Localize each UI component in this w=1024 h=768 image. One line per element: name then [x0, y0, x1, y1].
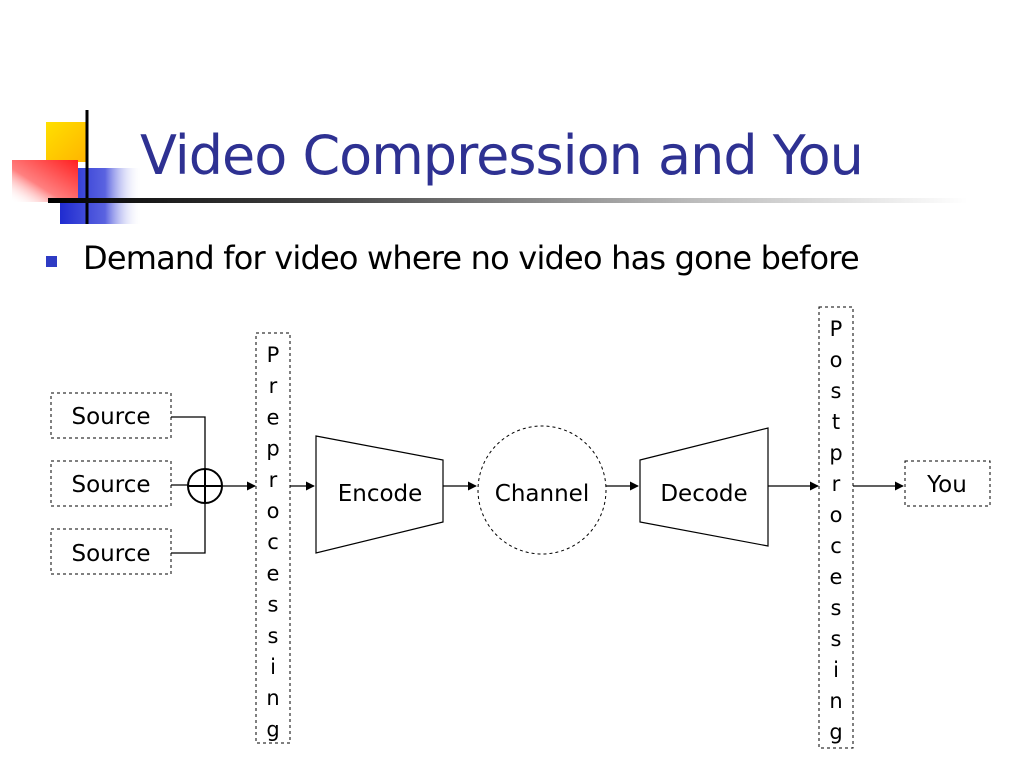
source-connectors: [171, 416, 206, 554]
source-label: Source: [72, 404, 151, 430]
you-label: You: [926, 472, 967, 498]
vertical-letter: s: [831, 596, 842, 620]
vertical-letter: r: [832, 472, 841, 496]
vertical-letter: o: [830, 503, 843, 527]
vertical-letter: i: [833, 658, 839, 682]
vertical-letter: p: [266, 437, 279, 461]
vertical-letter: e: [267, 561, 280, 585]
vertical-letter: e: [267, 405, 280, 429]
deco-red-square: [12, 160, 78, 202]
vertical-letter: o: [267, 499, 280, 523]
bullet-marker-icon: [46, 255, 57, 267]
vertical-letter: i: [270, 655, 276, 679]
channel-label: Channel: [495, 481, 589, 507]
source-label: Source: [72, 472, 151, 498]
source-box-2: Source: [50, 460, 172, 507]
vertical-letter: g: [829, 720, 842, 744]
vertical-letter: e: [830, 565, 843, 589]
vertical-letter: s: [831, 379, 842, 403]
encode-label: Encode: [338, 481, 423, 507]
slide-title: Video Compression and You: [140, 124, 864, 187]
bullet-item: Demand for video where no video has gone…: [46, 236, 860, 280]
vertical-letter: n: [829, 689, 842, 713]
vertical-letter: r: [269, 468, 278, 492]
vertical-letter: P: [267, 343, 280, 367]
vertical-letter: t: [832, 410, 840, 434]
vertical-letter: r: [269, 374, 278, 398]
vertical-letter: c: [267, 530, 279, 554]
source-label: Source: [72, 541, 151, 567]
deco-yellow-square: [46, 122, 86, 162]
title-underline: [48, 198, 968, 203]
vertical-letter: s: [268, 593, 279, 617]
vertical-letter: s: [831, 627, 842, 651]
vertical-letter: s: [268, 624, 279, 648]
title-decoration: [12, 110, 142, 224]
vertical-letter: n: [266, 686, 279, 710]
decode-block: Decode: [639, 427, 769, 547]
encode-block: Encode: [315, 435, 444, 554]
source-box-3: Source: [50, 528, 172, 575]
source-box-1: Source: [50, 392, 172, 439]
channel-node: Channel: [477, 425, 607, 555]
you-box: You: [904, 460, 991, 507]
circled-plus-icon: [187, 468, 223, 504]
vertical-letter: c: [830, 534, 842, 558]
bullet-text: Demand for video where no video has gone…: [83, 239, 860, 277]
vertical-letter: p: [829, 441, 842, 465]
vertical-letter: o: [830, 348, 843, 372]
decode-label: Decode: [660, 481, 747, 507]
vertical-letter: g: [266, 717, 279, 741]
vertical-letter: P: [830, 317, 843, 341]
